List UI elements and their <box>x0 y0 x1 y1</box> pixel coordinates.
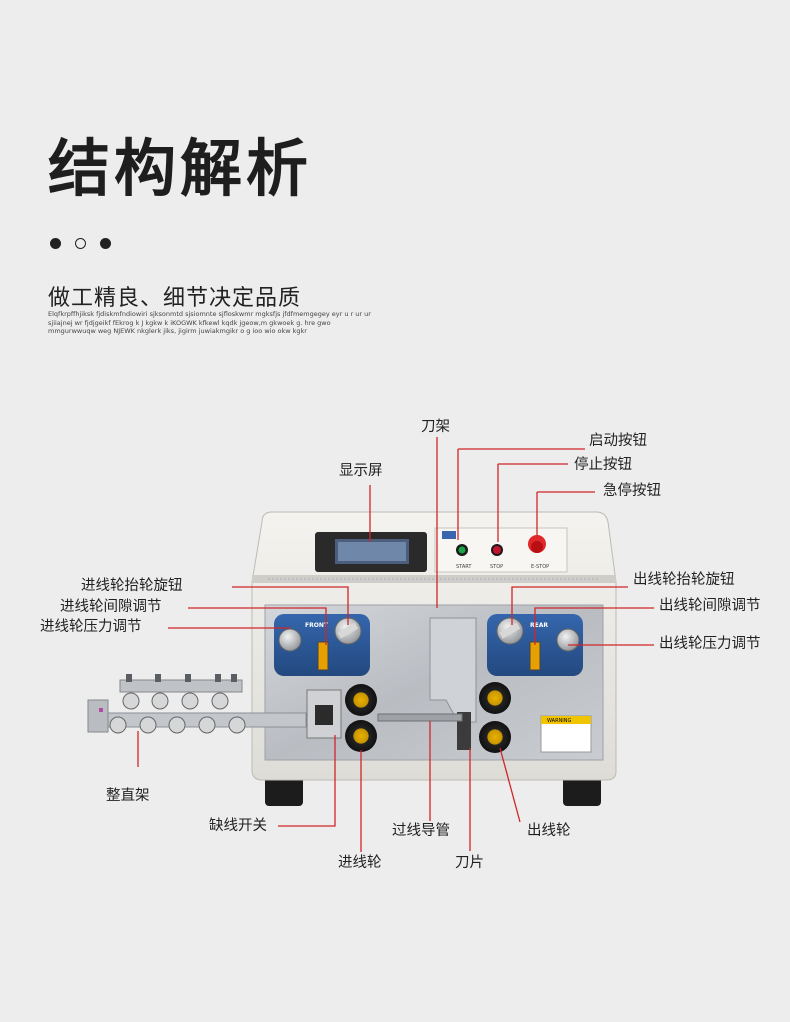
dot-icon <box>50 238 61 249</box>
label-blade: 刀片 <box>455 855 484 871</box>
label-guide-tube: 过线导管 <box>392 823 450 839</box>
svg-text:STOP: STOP <box>490 564 503 570</box>
label-missing-wire-switch: 缺线开关 <box>209 818 267 834</box>
label-in-gap: 进线轮间隙调节 <box>60 599 162 615</box>
front-panel-label: FRONT <box>305 622 329 629</box>
dot-icon <box>100 238 111 249</box>
subtitle: 做工精良、细节决定品质 <box>48 286 302 311</box>
label-estop-button: 急停按钮 <box>603 483 661 499</box>
label-outfeed-wheel: 出线轮 <box>527 823 571 839</box>
rear-panel-label: REAR <box>530 622 548 629</box>
page-dots <box>50 238 111 249</box>
label-knife-holder: 刀架 <box>421 419 450 435</box>
label-display: 显示屏 <box>339 463 383 479</box>
label-straightener: 整直架 <box>106 788 150 804</box>
label-start-button: 启动按钮 <box>589 433 647 449</box>
dot-hollow-icon <box>75 238 86 249</box>
page-title: 结构解析 <box>48 132 313 205</box>
label-stop-button: 停止按钮 <box>574 457 632 473</box>
label-out-pressure: 出线轮压力调节 <box>659 636 761 652</box>
label-out-lift-knob: 出线轮抬轮旋钮 <box>633 572 735 588</box>
label-out-gap: 出线轮间隙调节 <box>659 598 761 614</box>
svg-text:START: START <box>456 564 472 570</box>
label-in-pressure: 进线轮压力调节 <box>40 619 142 635</box>
svg-text:E-STOP: E-STOP <box>531 564 549 570</box>
warning-label: WARNING <box>547 718 572 724</box>
label-in-lift-knob: 进线轮抬轮旋钮 <box>81 578 183 594</box>
label-infeed-wheel: 进线轮 <box>338 855 382 871</box>
small-text: Elqfkrpffhjiksk fjdiskmfndiowiri sjksonm… <box>48 310 371 335</box>
